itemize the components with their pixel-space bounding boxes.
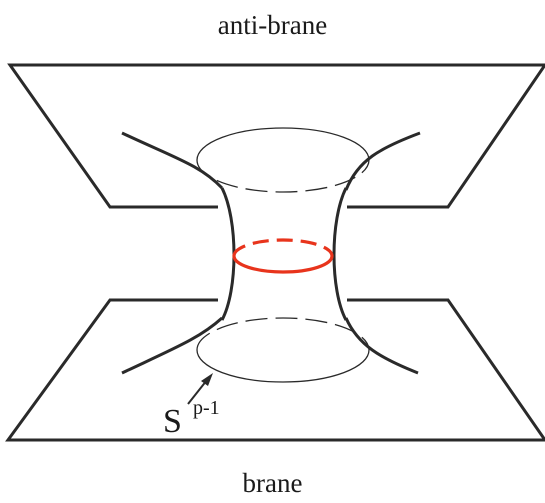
waist-ellipse-front — [232, 255, 334, 274]
brane-flare-left — [121, 316, 224, 375]
waist-ellipse-back-dashed — [232, 238, 334, 257]
sphere-superscript: p-1 — [193, 397, 220, 419]
sphere-symbol: S — [163, 403, 182, 440]
anti-brane-sheet-left-edge — [7, 63, 545, 209]
brane-flare-right — [344, 317, 419, 375]
bottom-ellipse-back-dashed — [196, 317, 370, 351]
throat-left-wall — [220, 187, 236, 321]
anti-brane-sheet-right-edge — [347, 64, 545, 209]
anti-brane-label: anti-brane — [217, 10, 328, 40]
anti-brane-flare-left — [121, 131, 224, 190]
anti-brane-flare-right — [344, 131, 421, 191]
bottom-ellipse-front — [196, 349, 370, 383]
top-ellipse-back — [196, 127, 370, 161]
sphere-arrow-head — [201, 373, 213, 386]
sphere-arrow-shaft — [187, 379, 208, 405]
throat-right-wall — [332, 187, 348, 321]
brane-sheet-right-edge — [347, 298, 545, 441]
brane-label: brane — [242, 468, 303, 498]
brane-sheet-left-edge — [5, 298, 545, 442]
top-ellipse-front-dashed — [196, 159, 370, 193]
